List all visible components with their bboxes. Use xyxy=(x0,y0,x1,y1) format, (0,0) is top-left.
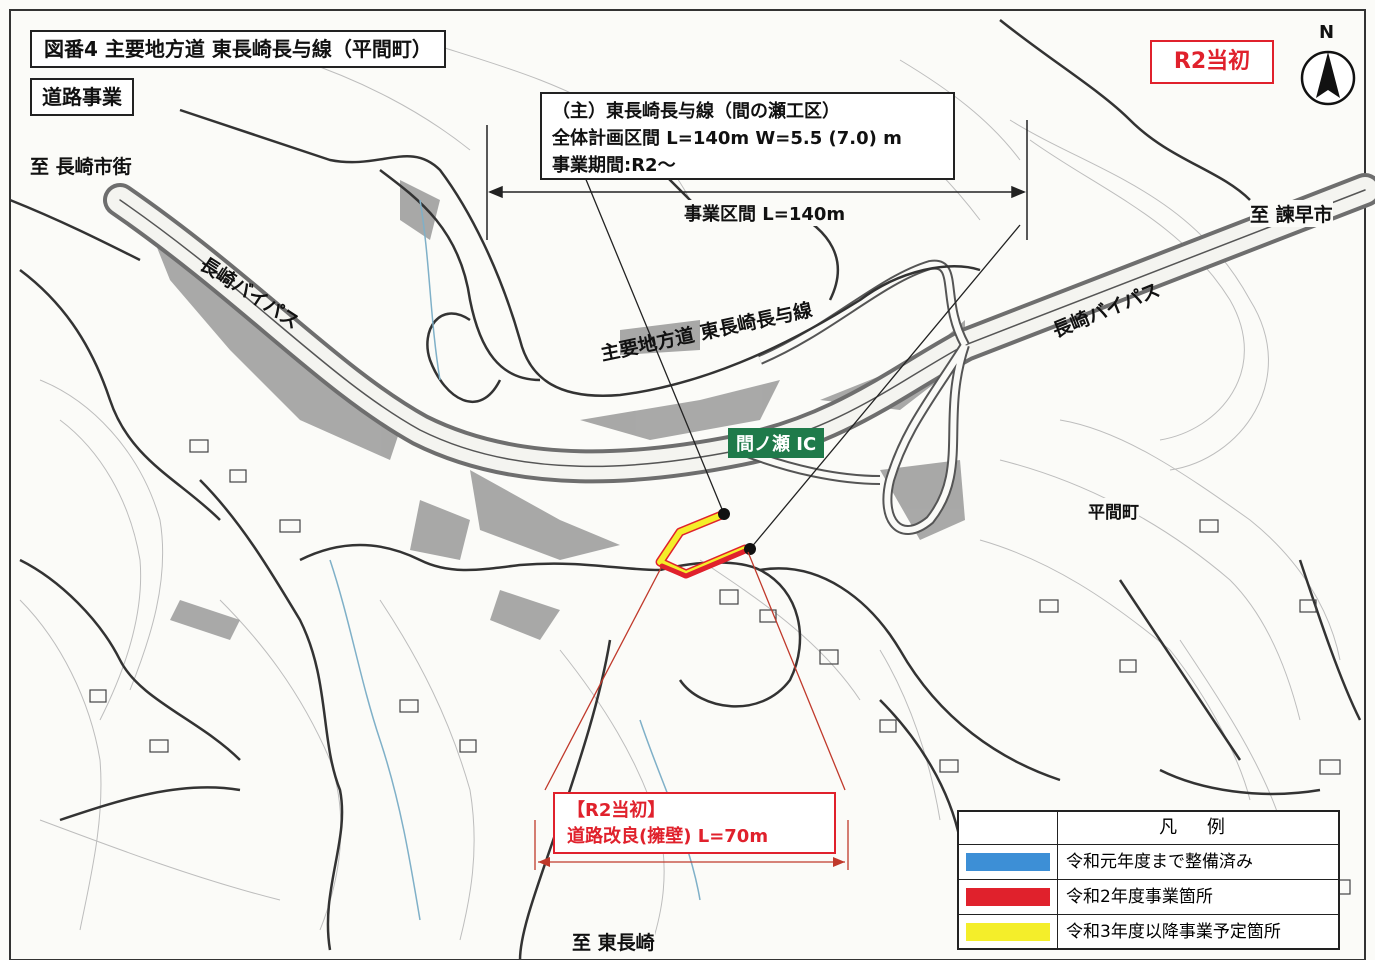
callout-line-2: 道路改良(擁壁) L=70m xyxy=(567,826,769,847)
project-info-box: （主）東長崎長与線（間の瀬工区） 全体計画区間 L=140m W=5.5 (7.… xyxy=(540,92,955,180)
span-label: 事業区間 L=140m xyxy=(680,200,850,226)
leader-lines xyxy=(579,164,1021,550)
segment-start-point xyxy=(718,508,730,520)
legend: 凡 例 令和元年度まで整備済み 令和2年度事業箇所 令和3年度以降事業予定箇所 xyxy=(957,810,1340,950)
nagasaki-bypass xyxy=(103,173,1375,484)
project-segment xyxy=(655,509,750,579)
r2-badge: R2当初 xyxy=(1150,40,1274,84)
north-arrow-icon xyxy=(1300,50,1356,106)
segment-end-point xyxy=(744,543,756,555)
span-dimension xyxy=(486,120,1028,240)
callout-line-1: 【R2当初】 xyxy=(567,800,666,821)
legend-label: 令和元年度まで整備済み xyxy=(1066,852,1253,872)
label-to-isahaya: 至 諫早市 xyxy=(1250,200,1333,227)
label-town: 平間町 xyxy=(1088,498,1139,523)
info-line-3: 事業期間:R2～ xyxy=(552,155,676,176)
label-to-nagasaki: 至 長崎市街 xyxy=(30,152,132,179)
info-line-2: 全体計画区間 L=140m W=5.5 (7.0) m xyxy=(552,128,902,149)
legend-row: 令和元年度まで整備済み xyxy=(959,845,1338,880)
category-label: 道路事業 xyxy=(30,78,134,116)
info-line-1: （主）東長崎長与線（間の瀬工区） xyxy=(552,101,840,122)
r2-callout: 【R2当初】 道路改良(擁壁) L=70m xyxy=(553,792,836,854)
legend-swatch-blue xyxy=(966,853,1050,871)
legend-label: 令和3年度以降事業予定箇所 xyxy=(1066,922,1281,942)
north-label: N xyxy=(1319,22,1335,43)
legend-label: 令和2年度事業箇所 xyxy=(1066,887,1213,907)
legend-row: 令和3年度以降事業予定箇所 xyxy=(959,915,1338,949)
legend-row: 令和2年度事業箇所 xyxy=(959,880,1338,915)
legend-swatch-red xyxy=(966,888,1050,906)
legend-title: 凡 例 xyxy=(1159,817,1237,838)
interchange-label: 間ノ瀬 IC xyxy=(728,428,825,458)
legend-swatch-yellow xyxy=(966,923,1050,941)
buildings xyxy=(89,439,1351,895)
label-to-higashinagasaki: 至 東長崎 xyxy=(572,928,655,955)
map-title: 図番4 主要地方道 東長崎長与線（平間町） xyxy=(30,30,446,68)
callout-lines xyxy=(534,551,849,870)
